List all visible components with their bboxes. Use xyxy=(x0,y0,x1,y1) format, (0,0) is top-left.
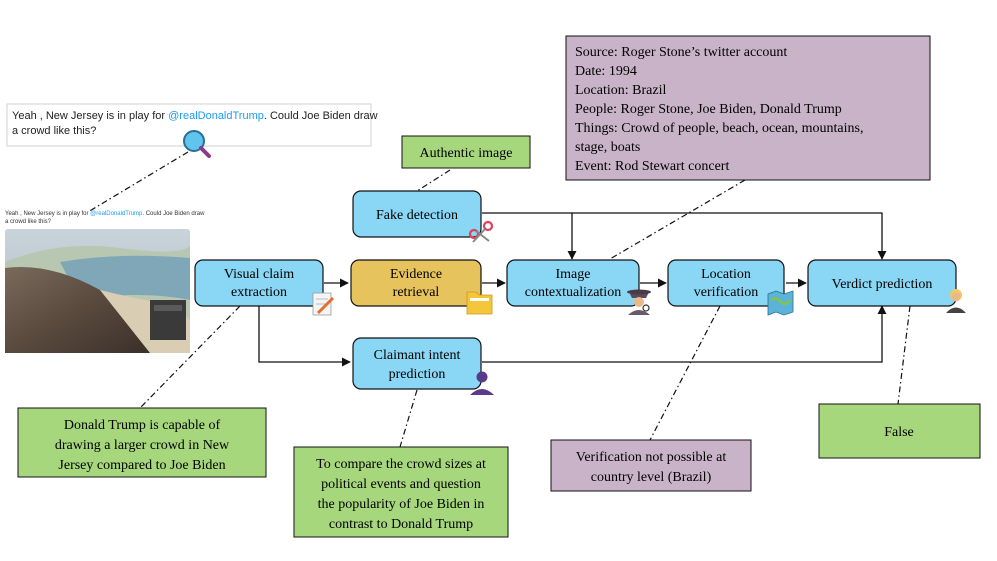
context-event: Event: Rod Stewart concert xyxy=(575,159,729,174)
tweet-line-2: a crowd like this? xyxy=(12,125,96,137)
node-fake-detection[interactable]: Fake detection xyxy=(352,190,482,238)
arrow-fake-to-context xyxy=(482,212,577,260)
output-authentic-text: Authentic image xyxy=(420,146,513,161)
tweet-mention[interactable]: @realDonaldTrump xyxy=(168,110,264,122)
output-context-details: Source: Roger Stone’s twitter account Da… xyxy=(565,35,931,181)
node-image-contextualization[interactable]: Image contextualization xyxy=(506,259,640,307)
detective-icon xyxy=(627,289,651,315)
tweet-line-1-prefix: Yeah , New Jersey is in play for xyxy=(12,110,168,122)
node-verdict-label: Verdict prediction xyxy=(832,277,933,292)
node-fake-label: Fake detection xyxy=(376,208,458,223)
node-intent-label-1: Claimant intent xyxy=(374,348,461,363)
magnifier-icon xyxy=(183,130,211,158)
folder-icon xyxy=(466,291,493,315)
context-date: Date: 1994 xyxy=(575,64,637,79)
arrow-intent-to-verdict xyxy=(482,305,887,363)
context-things-1: Things: Crowd of people, beach, ocean, m… xyxy=(575,121,863,136)
connector-context xyxy=(609,179,746,260)
location-line-1: Verification not possible at xyxy=(576,450,727,465)
connector-claim xyxy=(139,305,241,409)
person-silhouette-icon xyxy=(470,371,494,395)
connector-authentic xyxy=(416,169,451,192)
intent-line-1: To compare the crowd sizes at xyxy=(316,457,486,472)
tweet-line-1-suffix: . Could Joe Biden draw xyxy=(264,110,378,122)
tweet-thumbnail: Yeah , New Jersey is in play for @realDo… xyxy=(5,211,205,353)
thumb-line-1: Yeah , New Jersey is in play for @realDo… xyxy=(5,211,205,217)
output-verdict: False xyxy=(818,403,981,459)
context-location: Location: Brazil xyxy=(575,83,666,98)
tweet-line-1: Yeah , New Jersey is in play for @realDo… xyxy=(12,110,378,122)
node-claimant-intent-prediction[interactable]: Claimant intent prediction xyxy=(352,337,482,390)
arrow-fake-to-verdict xyxy=(572,212,887,260)
thumb-line-1-prefix: Yeah , New Jersey is in play for xyxy=(5,211,90,217)
node-location-label-1: Location xyxy=(701,267,751,282)
output-location-verification: Verification not possible at country lev… xyxy=(550,439,752,492)
node-verdict-prediction[interactable]: Verdict prediction xyxy=(807,259,957,307)
node-visual-claim-label-1: Visual claim xyxy=(224,267,294,282)
claim-line-3: Jersey compared to Joe Biden xyxy=(58,458,225,473)
output-authentic-image: Authentic image xyxy=(401,135,531,169)
node-evidence-label-2: retrieval xyxy=(393,285,440,300)
annotation-connectors xyxy=(139,169,911,448)
claim-line-1: Donald Trump is capable of xyxy=(64,418,221,433)
location-line-2: country level (Brazil) xyxy=(591,470,712,485)
thumb-line-2: a crowd like this? xyxy=(5,219,52,225)
thumb-line-1-suffix: . Could Joe Biden draw xyxy=(142,211,205,217)
node-visual-claim-label-2: extraction xyxy=(231,285,287,300)
connector-location xyxy=(649,305,721,441)
connector-intent xyxy=(399,389,418,448)
document-pencil-icon xyxy=(312,292,335,316)
node-visual-claim-extraction[interactable]: Visual claim extraction xyxy=(194,259,324,307)
node-location-verification[interactable]: Location verification xyxy=(667,259,785,307)
node-evidence-label-1: Evidence xyxy=(390,267,442,282)
map-icon xyxy=(767,290,794,316)
thumb-mention: @realDonaldTrump xyxy=(90,211,143,217)
verdict-text: False xyxy=(884,425,914,440)
node-evidence-retrieval[interactable]: Evidence retrieval xyxy=(350,259,482,307)
node-image-context-label-2: contextualization xyxy=(525,285,621,300)
intent-line-4: contrast to Donald Trump xyxy=(329,517,473,532)
intent-line-2: political events and question xyxy=(321,477,481,492)
node-image-context-label-1: Image xyxy=(556,267,591,282)
intent-line-3: the popularity of Joe Biden in xyxy=(318,497,485,512)
context-people: People: Roger Stone, Joe Biden, Donald T… xyxy=(575,102,842,117)
context-source: Source: Roger Stone’s twitter account xyxy=(575,45,787,60)
node-intent-label-2: prediction xyxy=(389,367,446,382)
scissors-icon xyxy=(468,220,494,243)
crowd-photo xyxy=(5,229,190,353)
claim-line-2: drawing a larger crowd in New xyxy=(55,438,230,453)
context-things-2: stage, boats xyxy=(575,140,640,155)
output-visual-claim: Donald Trump is capable of drawing a lar… xyxy=(17,407,267,478)
flow-connectors xyxy=(258,212,887,367)
connector-verdict xyxy=(897,305,911,405)
output-claimant-intent: To compare the crowd sizes at political … xyxy=(293,446,509,538)
connector-tweet-to-image xyxy=(87,151,189,213)
judge-icon xyxy=(946,289,966,313)
arrow-claim-to-intent xyxy=(258,306,351,367)
node-location-label-2: verification xyxy=(694,285,759,300)
